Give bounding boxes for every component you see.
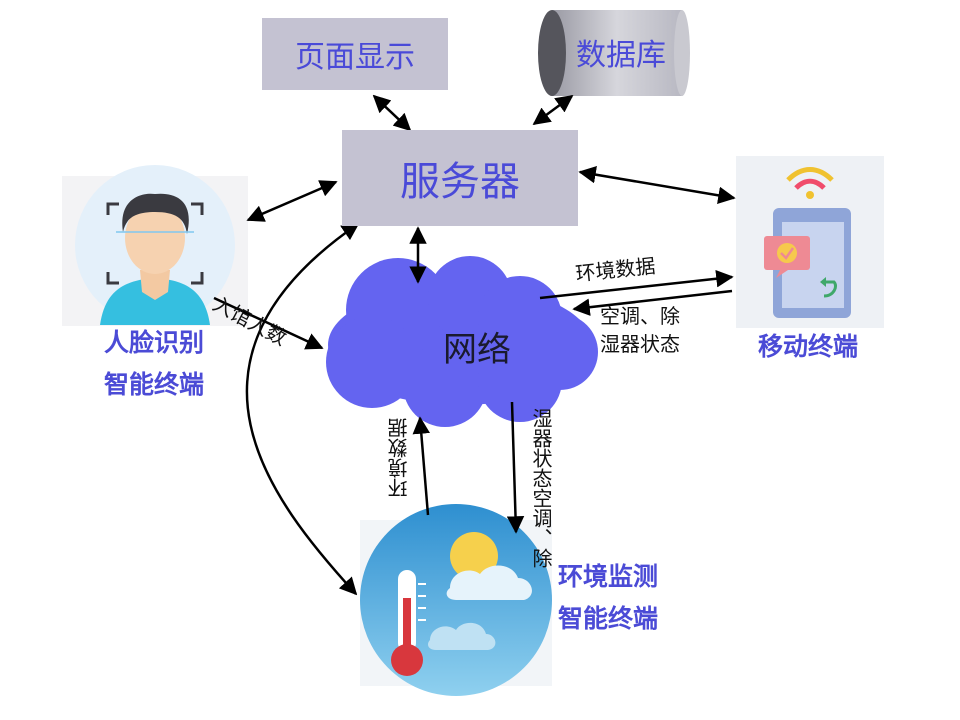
face-terminal-label: 人脸识别 智能终端 [104,322,204,406]
environment-monitor-icon [360,504,552,696]
server-label: 服务器 [400,159,520,205]
arrow-face-server [246,180,338,222]
face-terminal-line-1: 人脸识别 [104,328,205,357]
status-down-line-1: 空调、除 [529,488,553,568]
arrow-network-mobile [539,270,734,300]
arrow-network-env [506,401,525,534]
status-to-network-line-2: 湿器状态 [600,332,680,356]
env-terminal-line-2: 智能终端 [558,604,659,633]
env-data-up-label: 环境数据 [387,418,411,498]
database-label: 数据库 [576,38,666,73]
arrow-server-env-curve [245,222,360,596]
arrow-face-network [213,296,324,350]
mobile-terminal-icon [736,156,884,328]
status-down-line-2: 湿器状态 [529,408,553,488]
face-terminal-line-2: 智能终端 [104,370,205,399]
arrow-mobile-network [572,289,733,316]
status-down-label: 空调、除 湿器状态 [528,408,554,568]
page-display-label: 页面显示 [295,40,415,75]
connection-arrows [213,94,736,596]
status-to-network-label: 空调、除 湿器状态 [600,302,680,358]
mobile-terminal-label: 移动终端 [758,332,859,361]
server-box: 服务器 [342,130,578,226]
arrow-env-network [412,416,431,516]
face-recognition-icon [62,165,248,326]
status-to-network-line-1: 空调、除 [600,304,680,328]
arrow-server-mobile [578,165,736,205]
database-icon [538,10,690,96]
env-terminal-line-1: 环境监测 [558,562,659,591]
arrow-page-server [372,94,412,132]
network-label: 网络 [443,330,511,370]
env-terminal-label: 环境监测 智能终端 [558,556,658,640]
page-display-box: 页面显示 [262,18,448,90]
arrow-db-server [532,94,574,126]
